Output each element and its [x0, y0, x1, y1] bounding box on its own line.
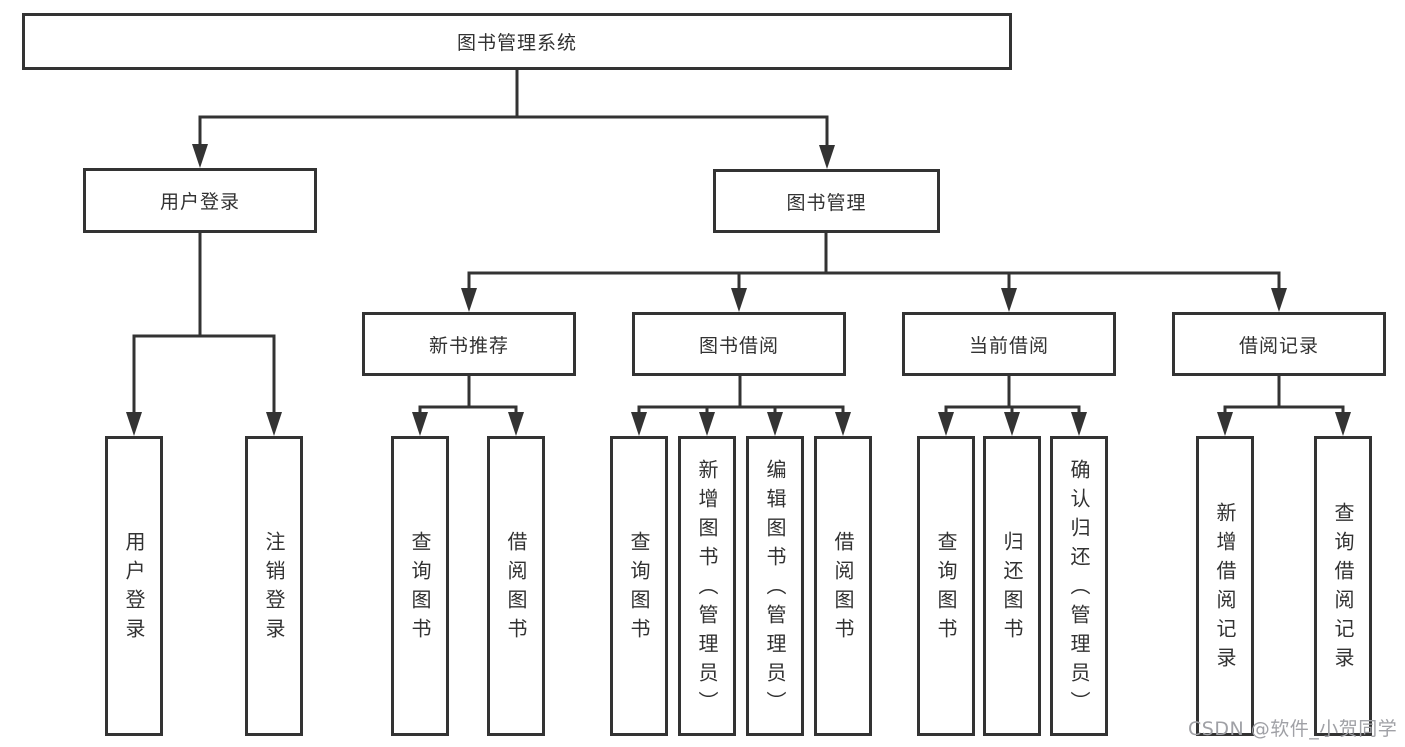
- node-current-borrowing: 当前借阅: [902, 312, 1116, 376]
- leaf-add-books-admin: 新增图书（管理员）: [678, 436, 736, 736]
- node-book-management: 图书管理: [713, 169, 940, 233]
- node-borrowing-records: 借阅记录: [1172, 312, 1386, 376]
- leaf-user-login: 用户登录: [105, 436, 163, 736]
- leaf-query-books-borrow: 查询图书: [610, 436, 668, 736]
- node-user-login: 用户登录: [83, 168, 317, 233]
- leaf-borrow-books: 借阅图书: [814, 436, 872, 736]
- csdn-watermark: CSDN @软件_小贺同学: [1188, 718, 1398, 740]
- leaf-logout: 注销登录: [245, 436, 303, 736]
- leaf-add-borrow-record: 新增借阅记录: [1196, 436, 1254, 736]
- node-new-book-recommendation: 新书推荐: [362, 312, 576, 376]
- leaf-return-books: 归还图书: [983, 436, 1041, 736]
- node-library-management-system: 图书管理系统: [22, 13, 1012, 70]
- leaf-edit-books-admin: 编辑图书（管理员）: [746, 436, 804, 736]
- node-book-borrowing: 图书借阅: [632, 312, 846, 376]
- leaf-query-borrow-record: 查询借阅记录: [1314, 436, 1372, 736]
- leaf-borrow-books-recommend: 借阅图书: [487, 436, 545, 736]
- leaf-query-books-recommend: 查询图书: [391, 436, 449, 736]
- leaf-query-books-current: 查询图书: [917, 436, 975, 736]
- leaf-confirm-return-admin: 确认归还（管理员）: [1050, 436, 1108, 736]
